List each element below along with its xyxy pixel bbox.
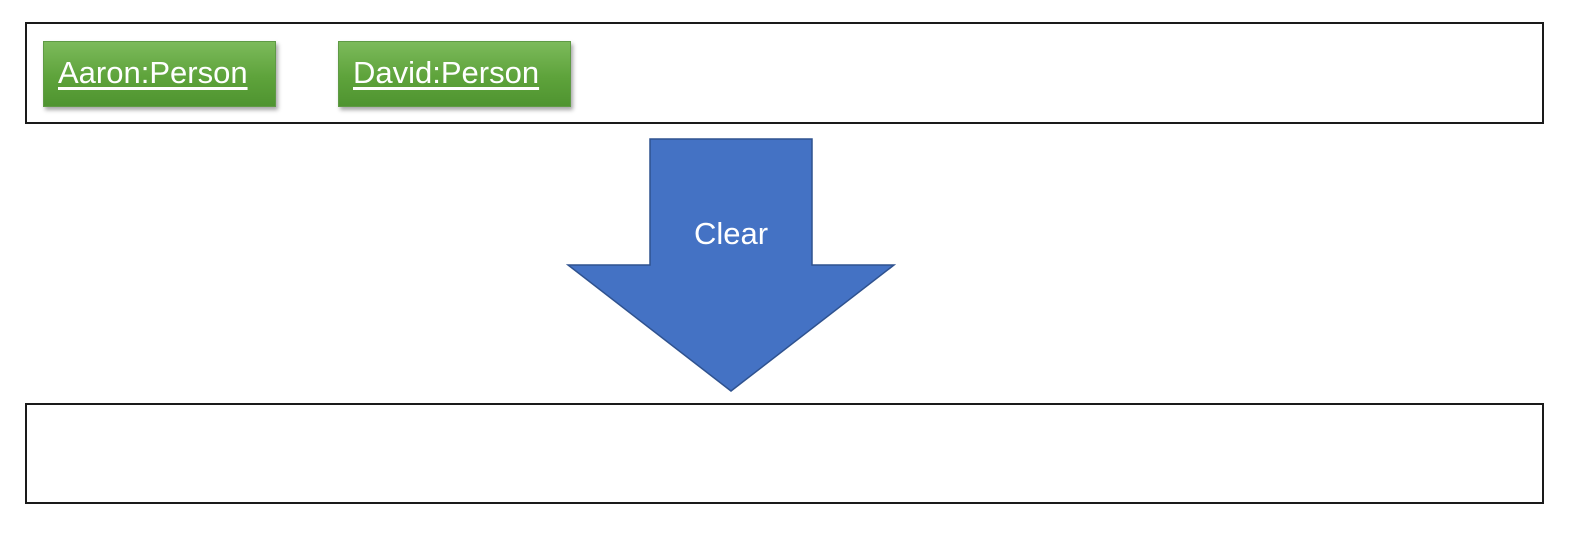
object-label: Aaron:Person xyxy=(58,55,248,90)
before-state-panel: Aaron:Person David:Person xyxy=(25,22,1544,124)
object-label: David:Person xyxy=(353,55,540,90)
person-object-aaron: Aaron:Person xyxy=(43,41,276,107)
person-object-david: David:Person xyxy=(338,41,571,107)
after-state-panel xyxy=(25,403,1544,504)
clear-action-label: Clear xyxy=(693,216,769,251)
arrow-shape xyxy=(566,138,896,392)
down-arrow-icon xyxy=(566,138,896,392)
